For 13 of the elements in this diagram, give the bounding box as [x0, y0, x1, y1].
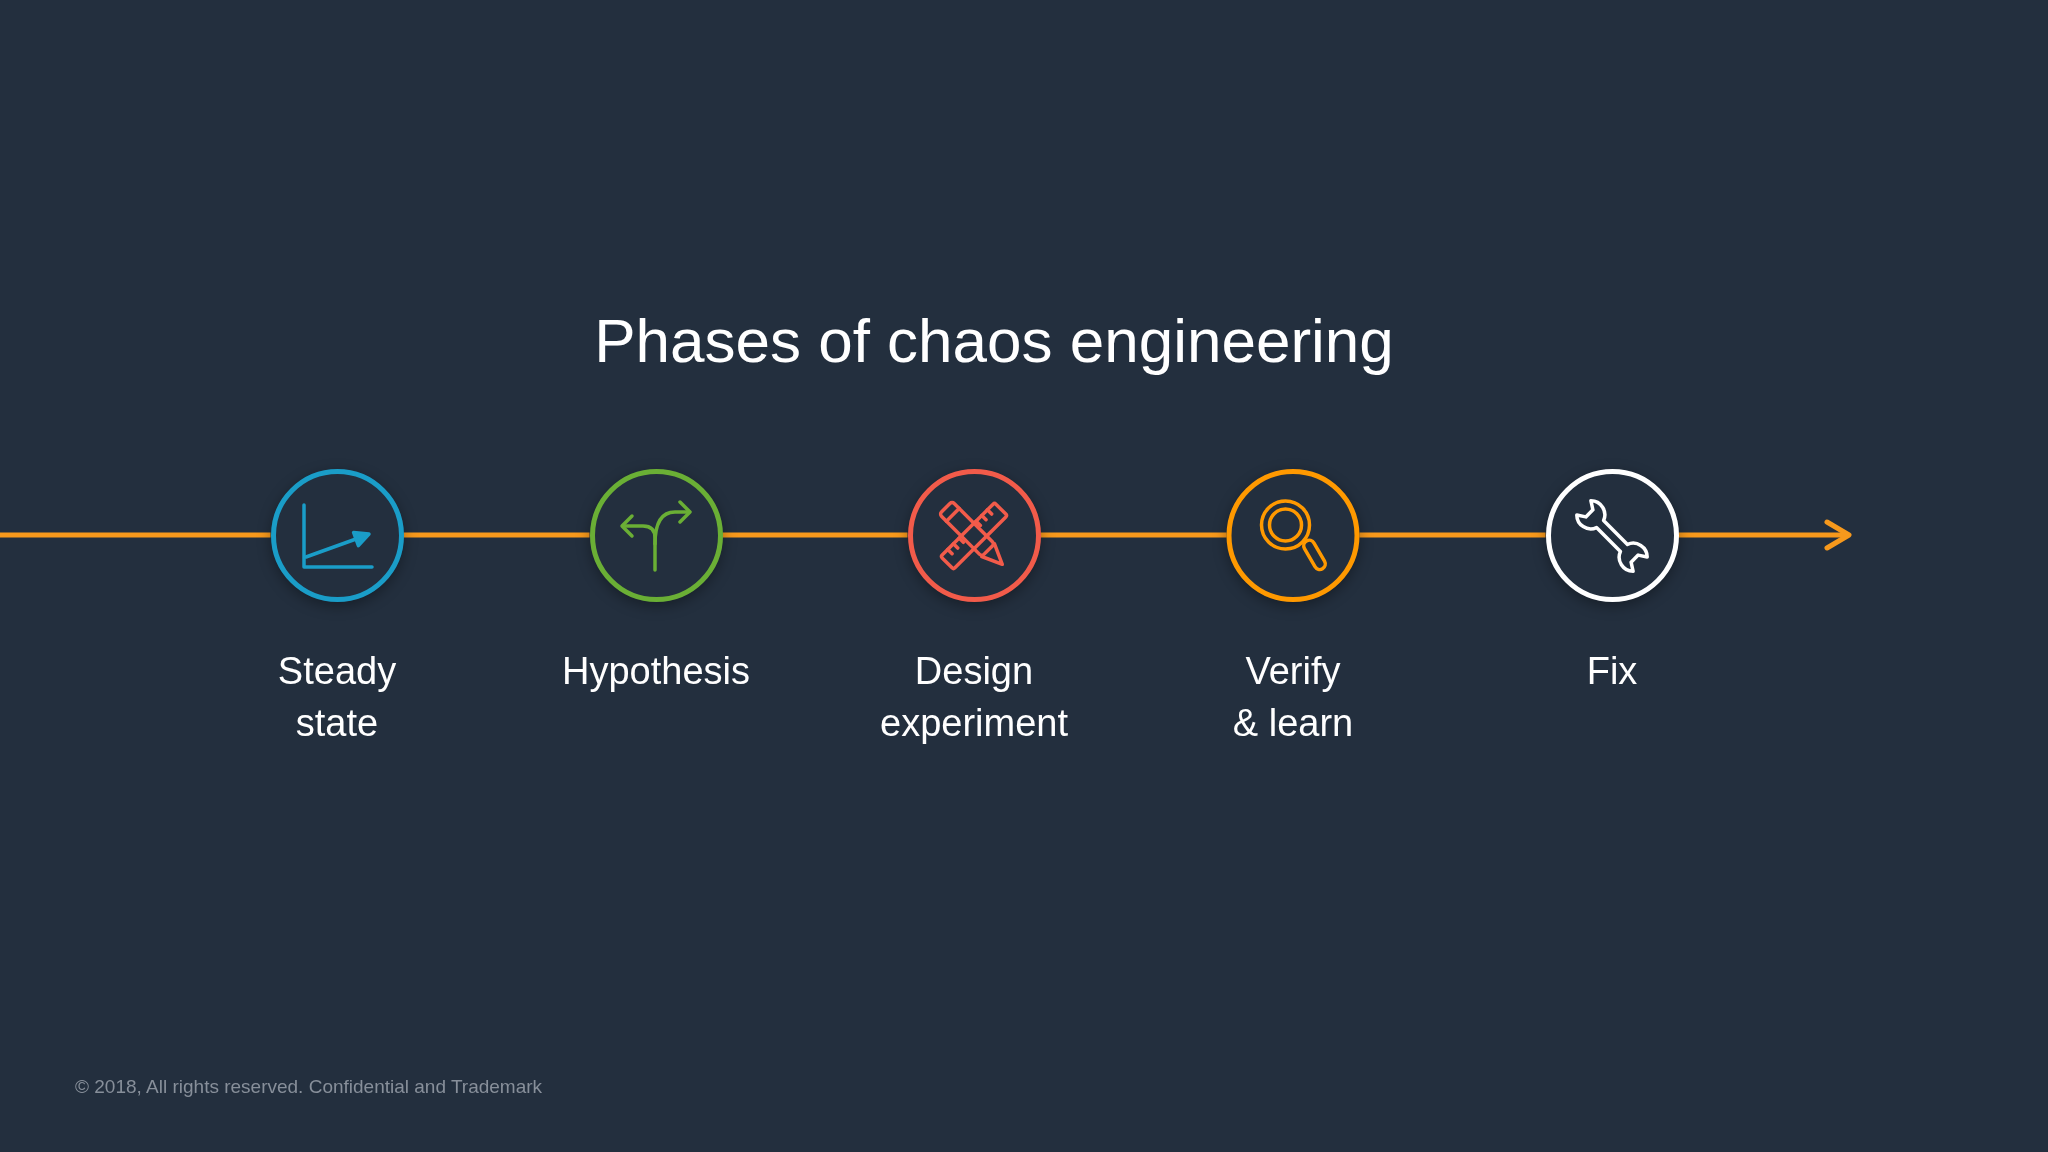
- arrow: [1678, 519, 1852, 551]
- copyright-notice: © 2018, All rights reserved. Confidential and Trademark: [75, 1075, 543, 1099]
- phase-label: Steady state: [276, 649, 398, 746]
- slide-title: Phases of chaos engineering: [594, 305, 1394, 377]
- phase-label: Fix: [1585, 649, 1639, 694]
- phase-label: Design experiment: [879, 649, 1069, 746]
- phase-label: Verify & learn: [1231, 649, 1355, 746]
- connector-line: [1040, 532, 1227, 538]
- connector-line: [403, 532, 590, 538]
- connector-line: [0, 532, 271, 538]
- phase-label: Hypothesis: [561, 649, 751, 694]
- connector-line: [722, 532, 908, 538]
- connector-line: [1359, 532, 1546, 538]
